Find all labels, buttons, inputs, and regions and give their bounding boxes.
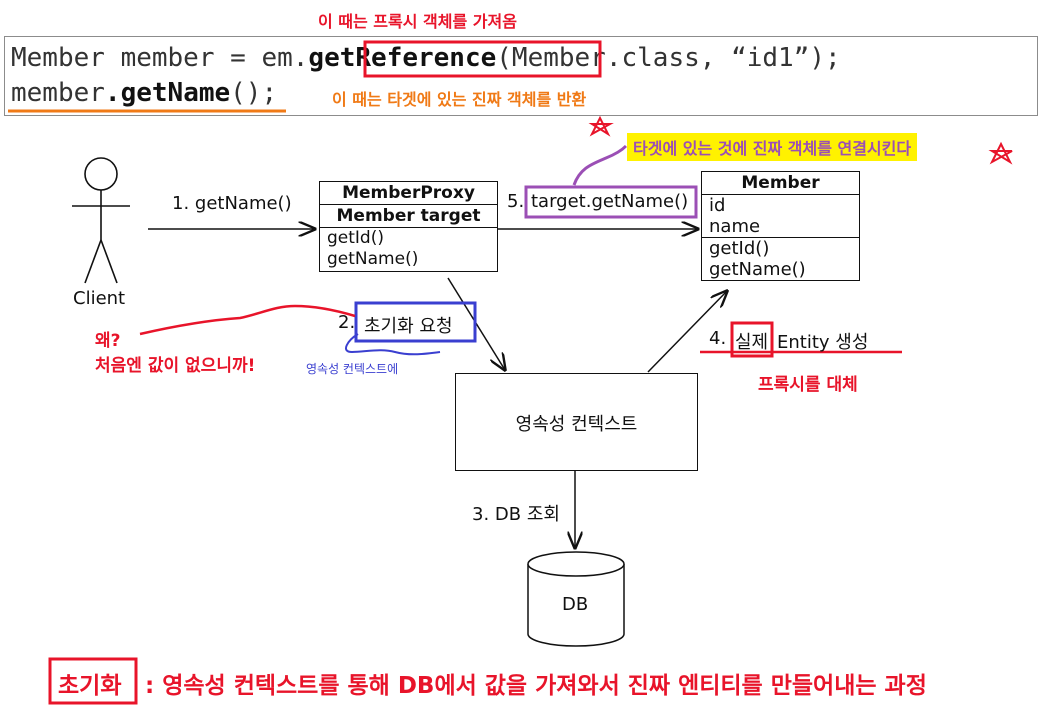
member-box: Member id name getId() getName()	[701, 171, 860, 281]
why-line1: 왜?	[95, 331, 121, 351]
member-method: getId()	[709, 238, 770, 259]
arrow-step4	[647, 291, 727, 373]
persistence-context-label: 영속성 컨텍스트	[515, 414, 638, 435]
step4-rest: Entity 생성	[777, 332, 869, 353]
step2-text: 초기화 요청	[364, 316, 453, 337]
star-left-icon	[588, 115, 614, 137]
member-method: getName()	[709, 259, 806, 280]
step2-highlight	[354, 301, 477, 343]
bottom-definition: : 영속성 컨텍스트를 통해 DB에서 값을 가져와서 진짜 엔티티를 만들어내…	[145, 673, 927, 699]
blue-squiggle	[345, 333, 441, 356]
proxy-method: getId()	[327, 228, 384, 248]
member-field: id	[709, 195, 726, 216]
step4-prefix: 4.	[709, 328, 727, 349]
db-label: DB	[562, 594, 589, 615]
step5-prefix: 5.	[507, 191, 525, 212]
yellow-note: 타겟에 있는 것에 진짜 객체를 연결시킨다	[627, 133, 918, 161]
step1-label: 1. getName()	[172, 193, 292, 214]
code-line2-post: ();	[230, 78, 278, 108]
purple-squiggle	[572, 144, 628, 186]
step5-call: target.getName()	[531, 191, 689, 212]
step4-highlight	[730, 321, 774, 358]
member-field: name	[709, 216, 761, 237]
star-right-icon	[988, 141, 1013, 165]
proxy-title: MemberProxy	[320, 182, 497, 205]
client-figure	[72, 157, 130, 284]
step5-highlight	[524, 185, 698, 219]
step4-note: 프록시를 대체	[758, 375, 858, 395]
code-getname: .getName	[104, 78, 231, 108]
proxy-method: getName()	[327, 249, 419, 269]
step2-prefix: 2.	[338, 312, 356, 333]
getreference-highlight	[363, 40, 602, 78]
red-scribble	[139, 304, 356, 336]
member-title: Member	[702, 172, 859, 195]
db-cylinder	[527, 551, 625, 647]
step2-note: 영속성 컨텍스트에	[306, 362, 399, 376]
proxy-field: Member target	[320, 205, 497, 228]
top-note: 이 때는 프록시 객체를 가져옴	[318, 12, 517, 31]
why-line2: 처음엔 값이 없으니까!	[95, 356, 256, 376]
code-line-1: Member member = em.getReference(Member.c…	[11, 43, 841, 73]
bottom-term: 초기화	[58, 673, 122, 699]
code-line2-pre: member	[11, 78, 105, 108]
term-highlight	[48, 657, 138, 705]
step3-label: 3. DB 조회	[472, 504, 560, 525]
code-line1-pre: Member member = em.	[11, 43, 309, 73]
client-label: Client	[73, 288, 126, 309]
code-line2-note: 이 때는 타겟에 있는 진짜 객체를 반환	[332, 90, 587, 109]
code-line1-post: (Member.class, “id1”);	[496, 43, 841, 73]
persistence-context-box: 영속성 컨텍스트	[455, 373, 698, 471]
code-getreference: getReference	[308, 43, 497, 73]
member-proxy-box: MemberProxy Member target getId() getNam…	[319, 181, 498, 272]
code-line-2: member.getName();	[11, 78, 277, 108]
step4-boxed: 실제	[735, 332, 769, 353]
